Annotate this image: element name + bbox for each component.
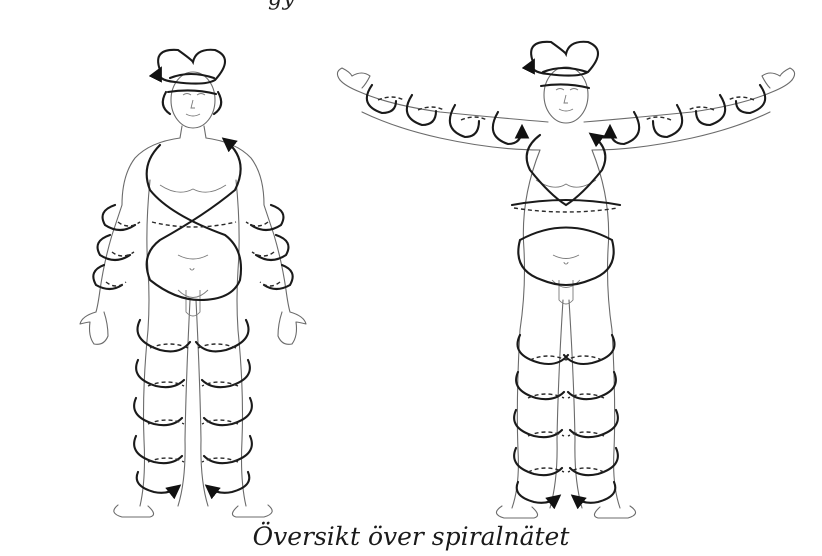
- cut-off-heading-text: gy: [268, 0, 296, 11]
- spiral-network-illustration: [0, 0, 822, 520]
- figure-arms-raised: [337, 42, 794, 518]
- figure-caption: Översikt över spiralnätet: [0, 522, 822, 551]
- figure-arms-down: [80, 50, 306, 517]
